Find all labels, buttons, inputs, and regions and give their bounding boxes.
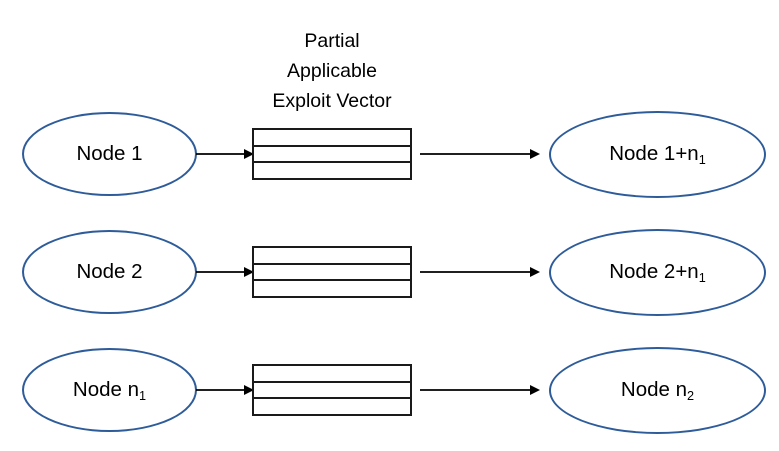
target-node-2-label: Node 2+n1 (609, 260, 706, 286)
target-node-1[interactable]: Node 1+n1 (549, 111, 766, 198)
source-node-1-label: Node 1 (76, 141, 143, 165)
arrow-source-1-to-vector-1 (196, 147, 254, 161)
exploit-vector-3-cell-1 (254, 366, 410, 383)
target-node-1-label: Node 1+n1 (609, 142, 706, 168)
arrow-vector-2-to-target-2 (420, 265, 540, 279)
source-node-1[interactable]: Node 1 (22, 112, 197, 196)
exploit-vector-title-line-1: Partial (304, 30, 360, 52)
exploit-vector-title-line-2: Applicable (287, 60, 377, 82)
exploit-vector-1-cell-1 (254, 130, 410, 147)
arrow-vector-1-to-target-1 (420, 147, 540, 161)
exploit-vector-2[interactable] (252, 246, 412, 298)
arrow-source-2-to-vector-2 (196, 265, 254, 279)
source-node-3-label: Node n1 (72, 377, 147, 403)
source-node-2-label: Node 2 (76, 259, 143, 283)
exploit-vector-1-cell-2 (254, 147, 410, 164)
exploit-vector-2-cell-2 (254, 265, 410, 282)
arrow-source-3-to-vector-3 (196, 383, 254, 397)
exploit-vector-2-cell-3 (254, 281, 410, 296)
source-node-3[interactable]: Node n1 (22, 348, 197, 432)
exploit-vector-3-cell-3 (254, 399, 410, 414)
exploit-vector-2-cell-1 (254, 248, 410, 265)
target-node-3-label: Node n2 (620, 378, 695, 404)
exploit-vector-title-line-3: Exploit Vector (272, 90, 392, 112)
exploit-vector-3-cell-2 (254, 383, 410, 400)
exploit-vector-1-cell-3 (254, 163, 410, 178)
source-node-2[interactable]: Node 2 (22, 230, 197, 314)
exploit-vector-3[interactable] (252, 364, 412, 416)
exploit-vector-title: Partial Applicable Exploit Vector (232, 26, 432, 116)
exploit-vector-1[interactable] (252, 128, 412, 180)
target-node-2[interactable]: Node 2+n1 (549, 229, 766, 316)
target-node-3[interactable]: Node n2 (549, 347, 766, 434)
arrow-vector-3-to-target-3 (420, 383, 540, 397)
